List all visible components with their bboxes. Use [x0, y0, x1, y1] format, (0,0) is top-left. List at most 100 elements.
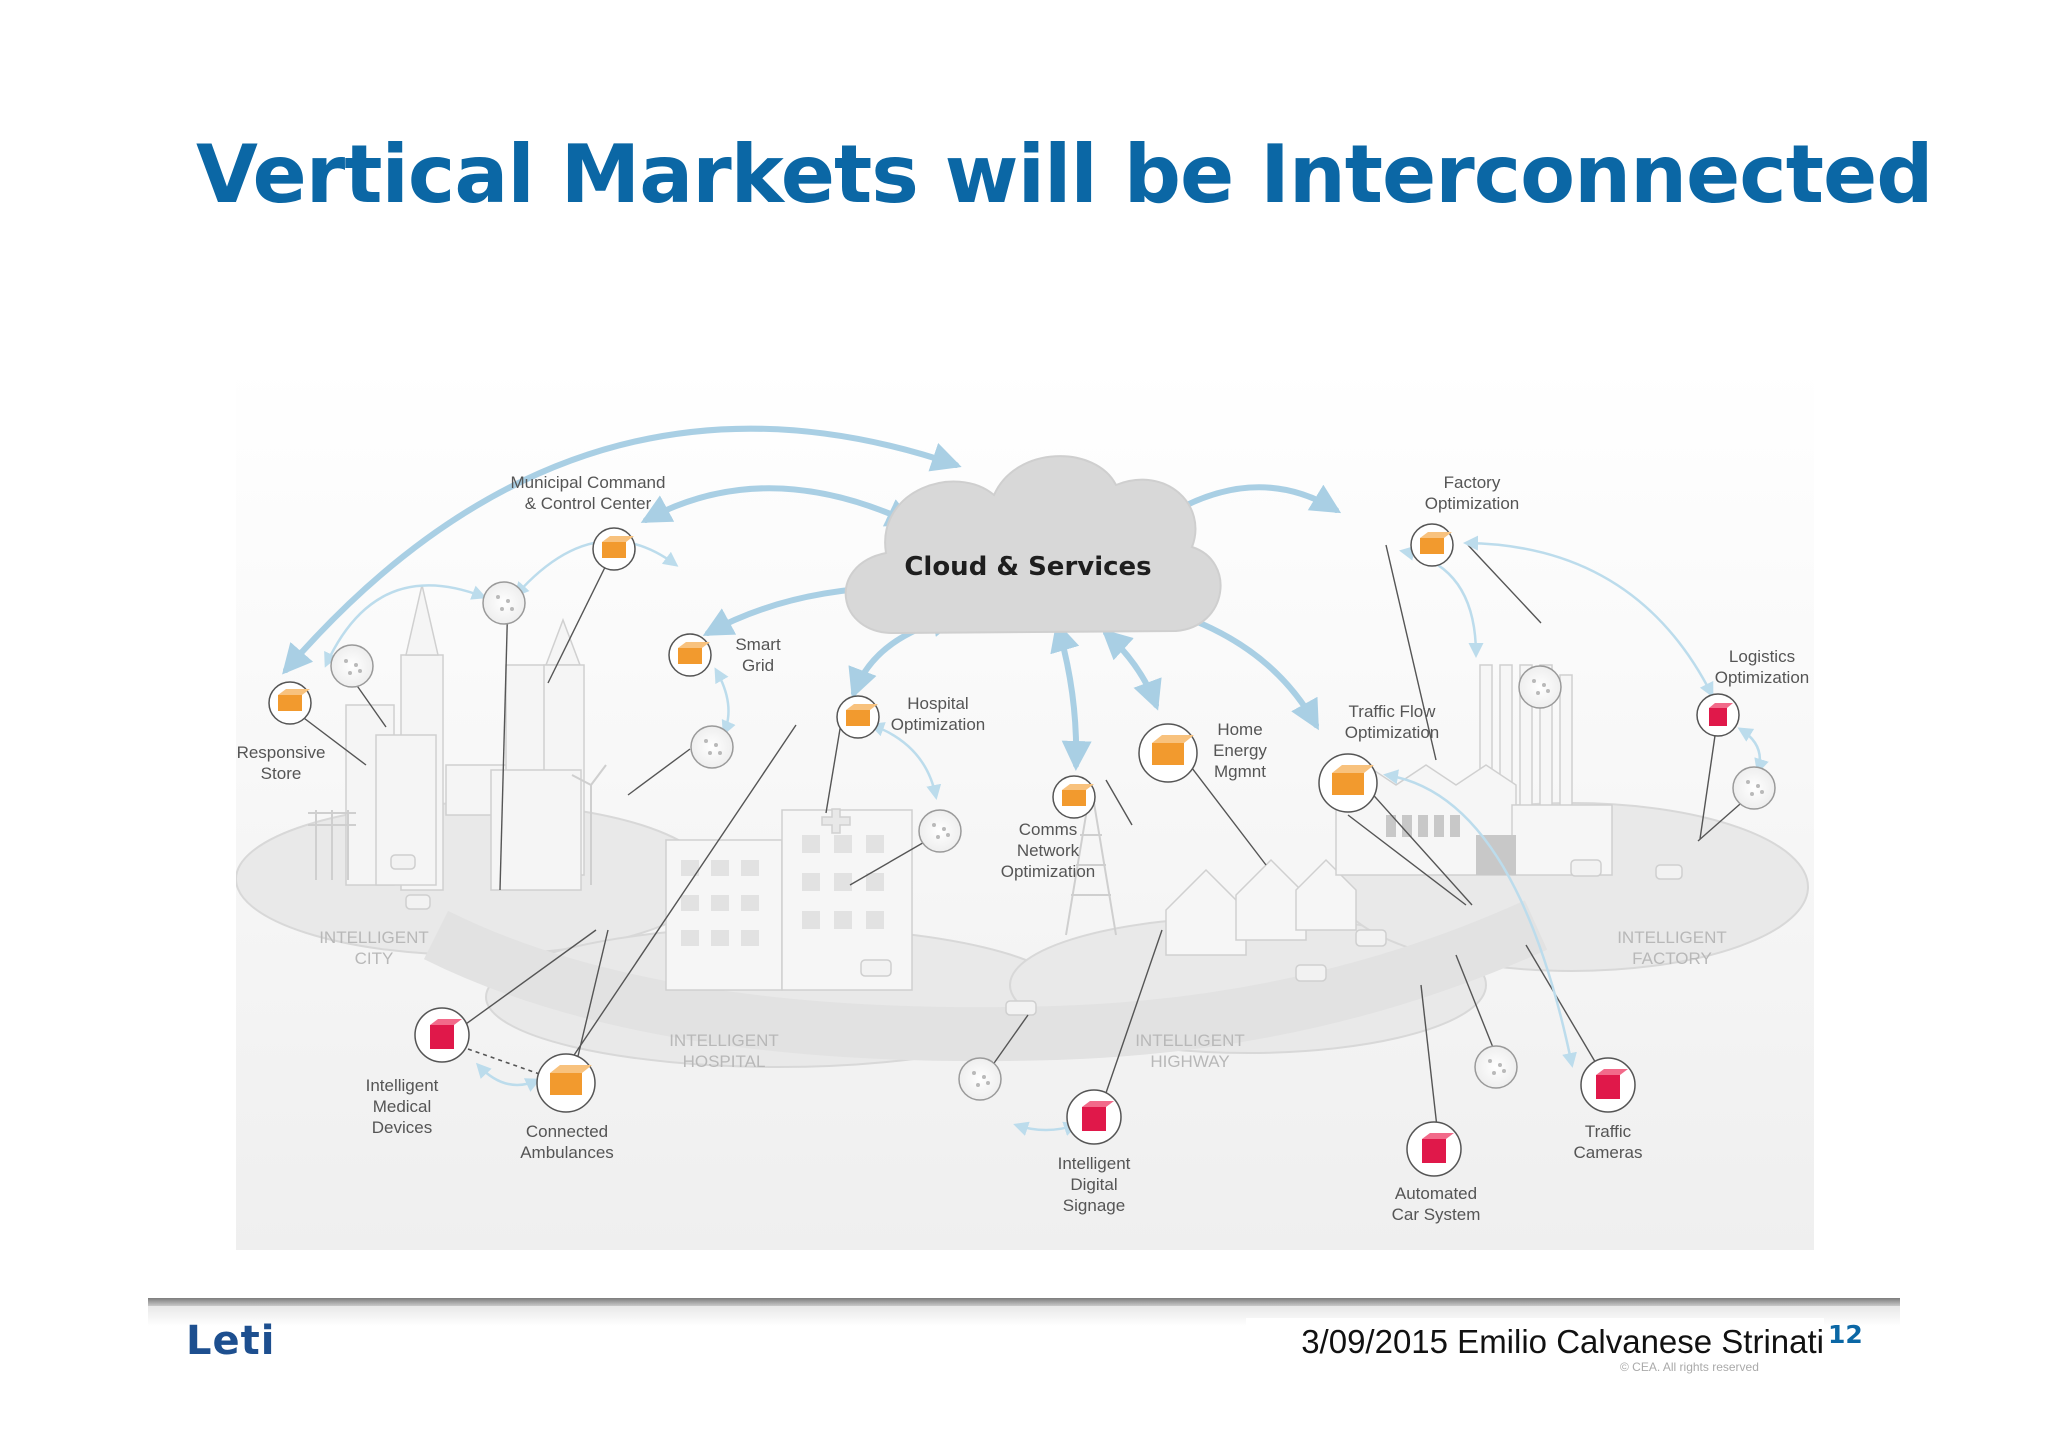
label-comms-line2: Network	[1017, 841, 1080, 860]
label-medical-line1: Intelligent	[366, 1076, 439, 1095]
label-logistics-line2: Optimization	[1715, 668, 1809, 687]
label-medical-line2: Medical	[373, 1097, 432, 1116]
label-home-energy-line2: Energy	[1213, 741, 1267, 760]
sensor-icon	[330, 644, 374, 688]
label-comms-line1: Comms	[1019, 820, 1078, 839]
sensor-icon	[958, 1057, 1002, 1101]
iot-diagram: Cloud & Services	[236, 365, 1814, 1250]
zone-labels: INTELLIGENT CITY INTELLIGENT HOSPITAL INTE…	[319, 928, 1727, 1071]
zone-hospital-line2: HOSPITAL	[683, 1052, 766, 1071]
label-responsive-store-line1: Responsive	[237, 743, 326, 762]
label-home-energy-line3: Mgmnt	[1214, 762, 1266, 781]
sensor-icon	[1474, 1045, 1518, 1089]
label-home-energy-line1: Home	[1217, 720, 1262, 739]
red-nodes	[414, 693, 1740, 1177]
wind-turbines	[308, 764, 607, 885]
sensor-icon	[690, 725, 734, 769]
label-smart-grid-line1: Smart	[735, 635, 781, 654]
label-signage-line2: Digital	[1070, 1175, 1117, 1194]
zone-city-line1: INTELLIGENT	[319, 928, 429, 947]
node-comms-icon	[1052, 775, 1096, 819]
footer-date-author: 3/09/2015 Emilio Calvanese Strinati	[1246, 1318, 1824, 1366]
label-traffic-flow-line1: Traffic Flow	[1349, 702, 1437, 721]
label-hospital-opt-line2: Optimization	[891, 715, 985, 734]
label-factory-opt-line1: Factory	[1444, 473, 1501, 492]
node-municipal-icon	[592, 527, 636, 571]
vehicles	[390, 854, 1683, 1016]
label-logistics-line1: Logistics	[1729, 647, 1795, 666]
label-smart-grid-line2: Grid	[742, 656, 774, 675]
label-ambulances-line1: Connected	[526, 1122, 608, 1141]
node-logistics-icon	[1696, 693, 1740, 737]
page-number: 12	[1828, 1320, 1863, 1349]
cloud-connection-arrows	[282, 425, 1342, 771]
footer-bar	[148, 1298, 1900, 1306]
label-factory-opt-line2: Optimization	[1425, 494, 1519, 513]
label-medical-line3: Devices	[372, 1118, 432, 1137]
node-traffic-flow-icon	[1318, 753, 1378, 813]
label-traffic-cameras-line2: Cameras	[1574, 1143, 1643, 1162]
label-signage-line1: Intelligent	[1058, 1154, 1131, 1173]
node-medical-icon	[414, 1007, 470, 1063]
zone-hospital-line1: INTELLIGENT	[669, 1031, 779, 1050]
sensor-icon	[918, 809, 962, 853]
label-hospital-opt-line1: Hospital	[907, 694, 968, 713]
label-comms-line3: Optimization	[1001, 862, 1095, 881]
zone-factory-line1: INTELLIGENT	[1617, 928, 1727, 947]
sensor-icon	[1518, 665, 1562, 709]
cloud-label: Cloud & Services	[904, 552, 1151, 582]
label-municipal-line2: & Control Center	[525, 494, 652, 513]
zone-highway-line2: HIGHWAY	[1150, 1052, 1229, 1071]
node-home-energy-icon	[1138, 723, 1198, 783]
hospital-windows	[681, 835, 884, 946]
orange-nodes	[268, 523, 1454, 1113]
node-smart-grid-icon	[668, 633, 712, 677]
sensor-icon	[1732, 766, 1776, 810]
zone-highway-line1: INTELLIGENT	[1135, 1031, 1245, 1050]
copyright-notice: © CEA. All rights reserved	[1620, 1360, 1759, 1374]
label-traffic-cameras-line1: Traffic	[1585, 1122, 1632, 1141]
zone-city-line2: CITY	[355, 949, 394, 968]
label-municipal-line1: Municipal Command	[511, 473, 666, 492]
label-traffic-flow-line2: Optimization	[1345, 723, 1439, 742]
zone-factory-line2: FACTORY	[1632, 949, 1712, 968]
label-car-system-line2: Car System	[1392, 1205, 1481, 1224]
sensor-dots	[344, 595, 1764, 1087]
leti-logo: Leti	[186, 1318, 276, 1364]
label-car-system-line1: Automated	[1395, 1184, 1477, 1203]
node-factory-opt-icon	[1410, 523, 1454, 567]
node-car-system-icon	[1406, 1121, 1462, 1177]
node-signage-icon	[1066, 1089, 1122, 1145]
label-responsive-store-line2: Store	[261, 764, 302, 783]
label-signage-line3: Signage	[1063, 1196, 1125, 1215]
label-ambulances-line2: Ambulances	[520, 1143, 614, 1162]
node-traffic-camera-icon	[1580, 1057, 1636, 1113]
node-hospital-opt-icon	[836, 695, 880, 739]
cloud-shape	[844, 455, 1222, 635]
slide-title: Vertical Markets will be Interconnected	[196, 128, 1933, 221]
svg-text:Municipal Command& Control Cen: Municipal Command & Control Center	[511, 473, 666, 513]
houses	[1165, 858, 1357, 956]
node-responsive-store-icon	[268, 681, 312, 725]
node-ambulance-icon	[536, 1053, 596, 1113]
sensor-icon	[482, 581, 526, 625]
sensor-nodes	[330, 581, 1776, 1101]
